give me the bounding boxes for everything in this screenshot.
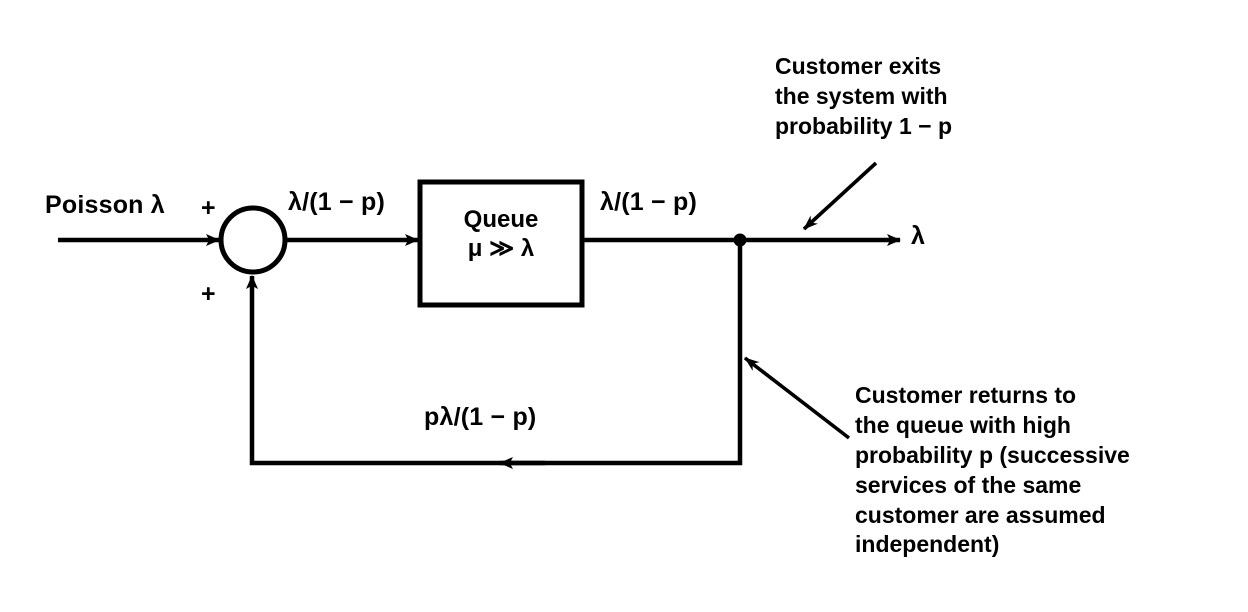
queue-block-line1: Queue bbox=[463, 206, 539, 233]
queue-block-line2: μ ≫ λ bbox=[467, 235, 535, 263]
exit-annotation-text: Customer exits the system with probabili… bbox=[775, 53, 953, 139]
exit-annotation-leader bbox=[802, 161, 878, 231]
poisson-source-label: Poisson λ bbox=[45, 191, 165, 219]
feedback-rate-label: pλ/(1 − p) bbox=[424, 403, 537, 431]
return-annotation-text: Customer returns to the queue with high … bbox=[855, 382, 1130, 558]
out-of-queue-rate-label: λ/(1 − p) bbox=[600, 188, 697, 216]
return-annotation-leader bbox=[743, 356, 851, 440]
queue-block-rect bbox=[417, 179, 585, 308]
into-queue-rate-label: λ/(1 − p) bbox=[288, 188, 385, 216]
plus-sign-top: + bbox=[201, 194, 216, 222]
queue-block-label: Queue μ ≫ λ bbox=[420, 205, 582, 264]
output-rate-label: λ bbox=[911, 222, 926, 250]
feedback-path bbox=[246, 240, 743, 466]
summing-junction-circle bbox=[218, 205, 288, 275]
plus-sign-bottom: + bbox=[201, 280, 216, 308]
